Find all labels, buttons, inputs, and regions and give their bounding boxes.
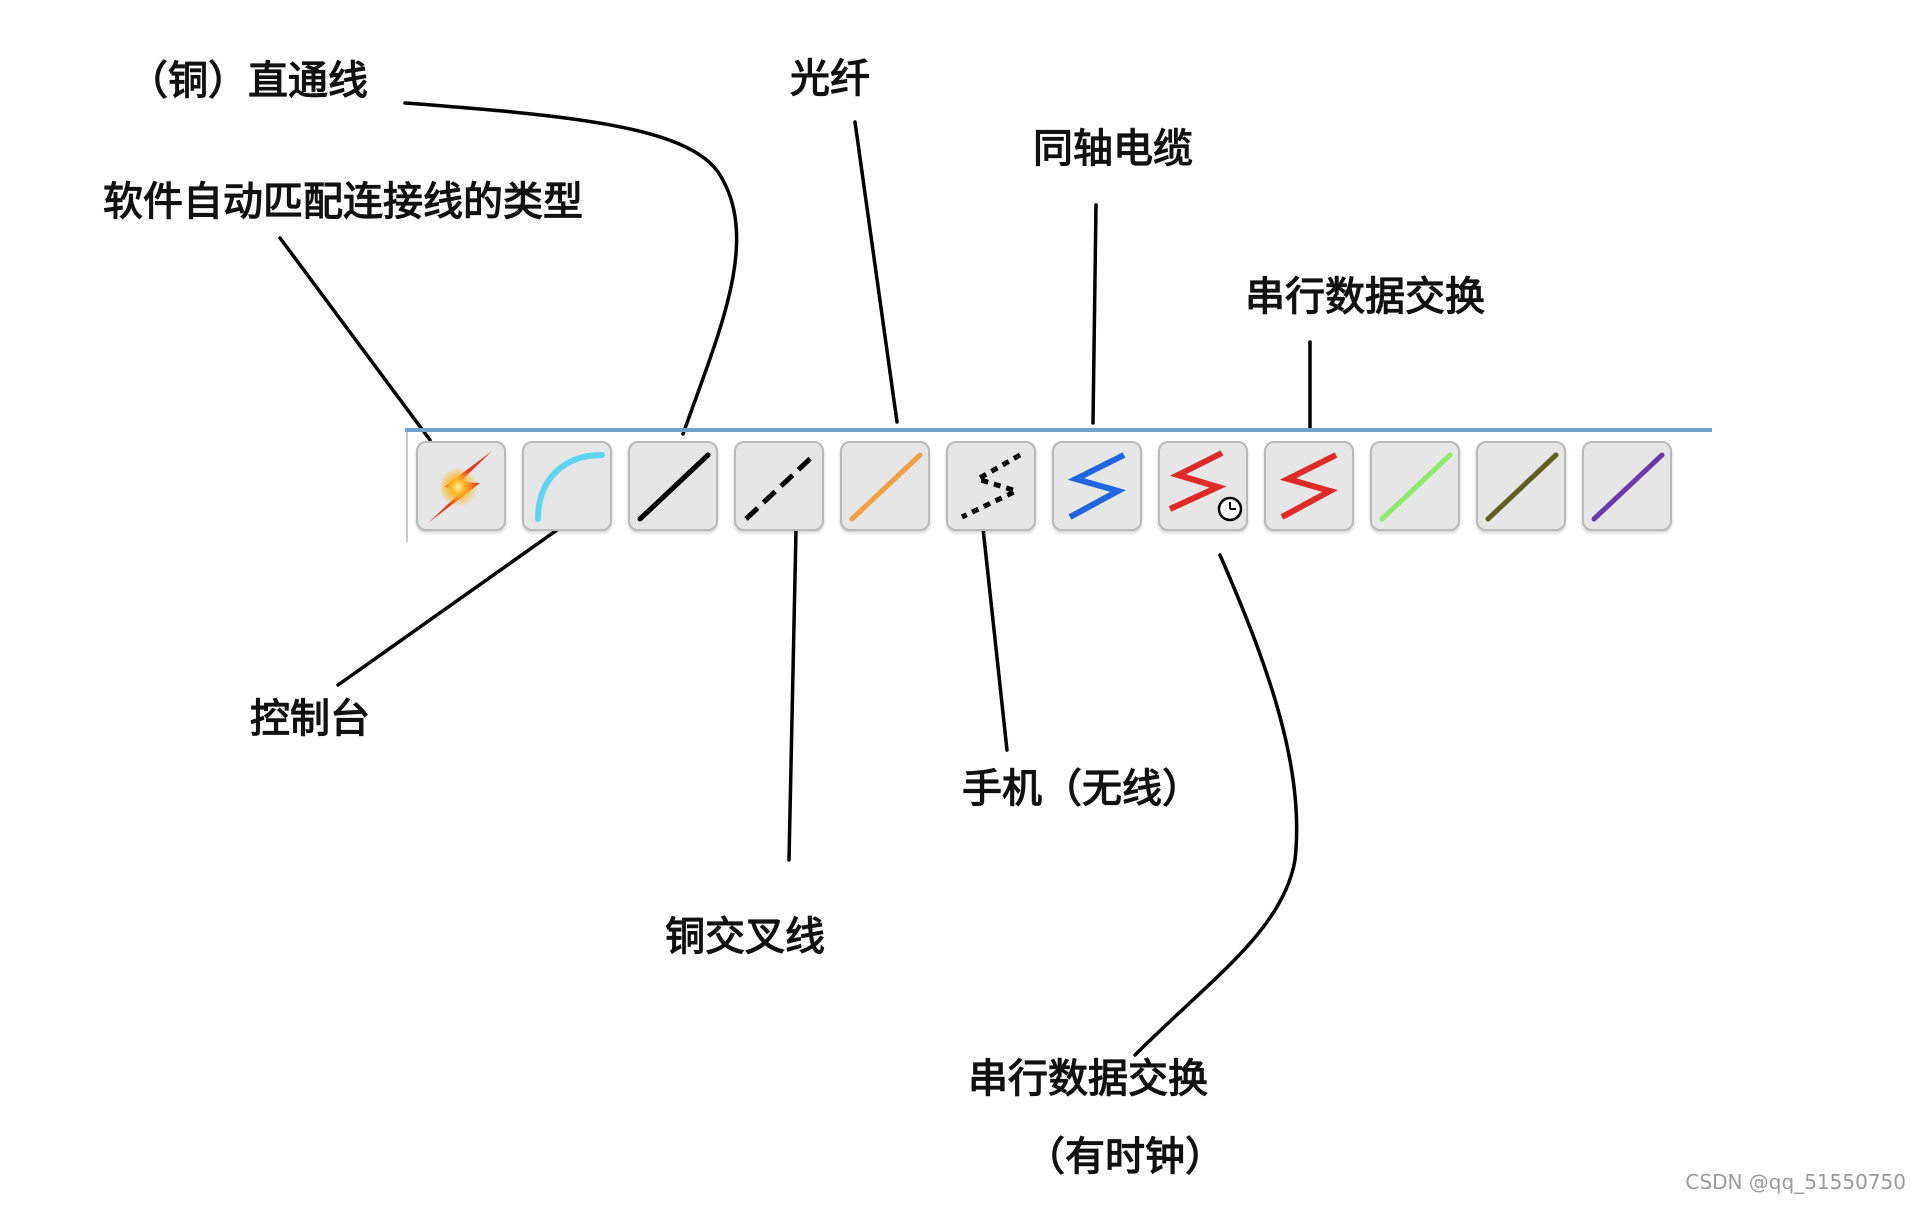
leader-line-straight [403, 101, 739, 436]
coaxial-button[interactable] [1052, 441, 1142, 531]
lightning-bolt-icon [428, 451, 492, 523]
copper-straight-button[interactable] [628, 441, 718, 531]
label-serial-top: 串行数据交换 [1245, 274, 1485, 320]
purple-line-icon [1591, 452, 1665, 522]
red-zigzag-icon [1279, 452, 1338, 520]
console-arc-icon [535, 452, 605, 522]
label-coaxial: 同轴电缆 [1033, 126, 1193, 172]
label-copper-cross: 铜交叉线 [665, 914, 825, 960]
fiber-button[interactable] [840, 441, 930, 531]
toolbar-left-edge [406, 432, 408, 542]
serial-dce-button[interactable] [1158, 441, 1248, 531]
label-serial-clock-line1: 串行数据交换 [968, 1056, 1208, 1102]
console-button[interactable] [522, 441, 612, 531]
label-serial-clock-line2: （有时钟） [1025, 1134, 1225, 1180]
dashed-line-icon [744, 453, 816, 521]
label-auto-connection: 软件自动匹配连接线的类型 [103, 179, 583, 225]
leader-line-fiber [853, 120, 899, 424]
fiber-line-icon [849, 452, 923, 522]
usb-button[interactable] [1582, 441, 1672, 531]
dotted-zigzag-icon [960, 452, 1023, 520]
watermark: CSDN @qq_51550750 [1685, 1170, 1906, 1194]
straight-line-icon [637, 452, 711, 522]
clock-icon [1217, 496, 1243, 522]
label-fiber: 光纤 [790, 56, 870, 102]
octal-button[interactable] [1370, 441, 1460, 531]
leader-line-coax [1091, 203, 1098, 425]
red-zigzag-clock-icon [1168, 450, 1243, 522]
auto-connection-button[interactable] [416, 441, 506, 531]
label-console: 控制台 [250, 696, 370, 742]
green-line-icon [1379, 452, 1453, 522]
serial-dte-button[interactable] [1264, 441, 1354, 531]
leader-line-cross [787, 528, 798, 862]
toolbar-top-border [405, 428, 1712, 432]
label-phone: 手机（无线） [962, 766, 1202, 812]
iot-custom-button[interactable] [1476, 441, 1566, 531]
leader-line-auto [278, 236, 432, 442]
leader-line-serial-clock [1133, 553, 1299, 1057]
phone-button[interactable] [946, 441, 1036, 531]
leader-line-console [336, 528, 559, 687]
blue-zigzag-icon [1067, 452, 1126, 520]
olive-line-icon [1485, 452, 1559, 522]
copper-cross-button[interactable] [734, 441, 824, 531]
label-copper-straight: （铜）直通线 [128, 58, 368, 104]
leader-line-phone [981, 526, 1009, 752]
